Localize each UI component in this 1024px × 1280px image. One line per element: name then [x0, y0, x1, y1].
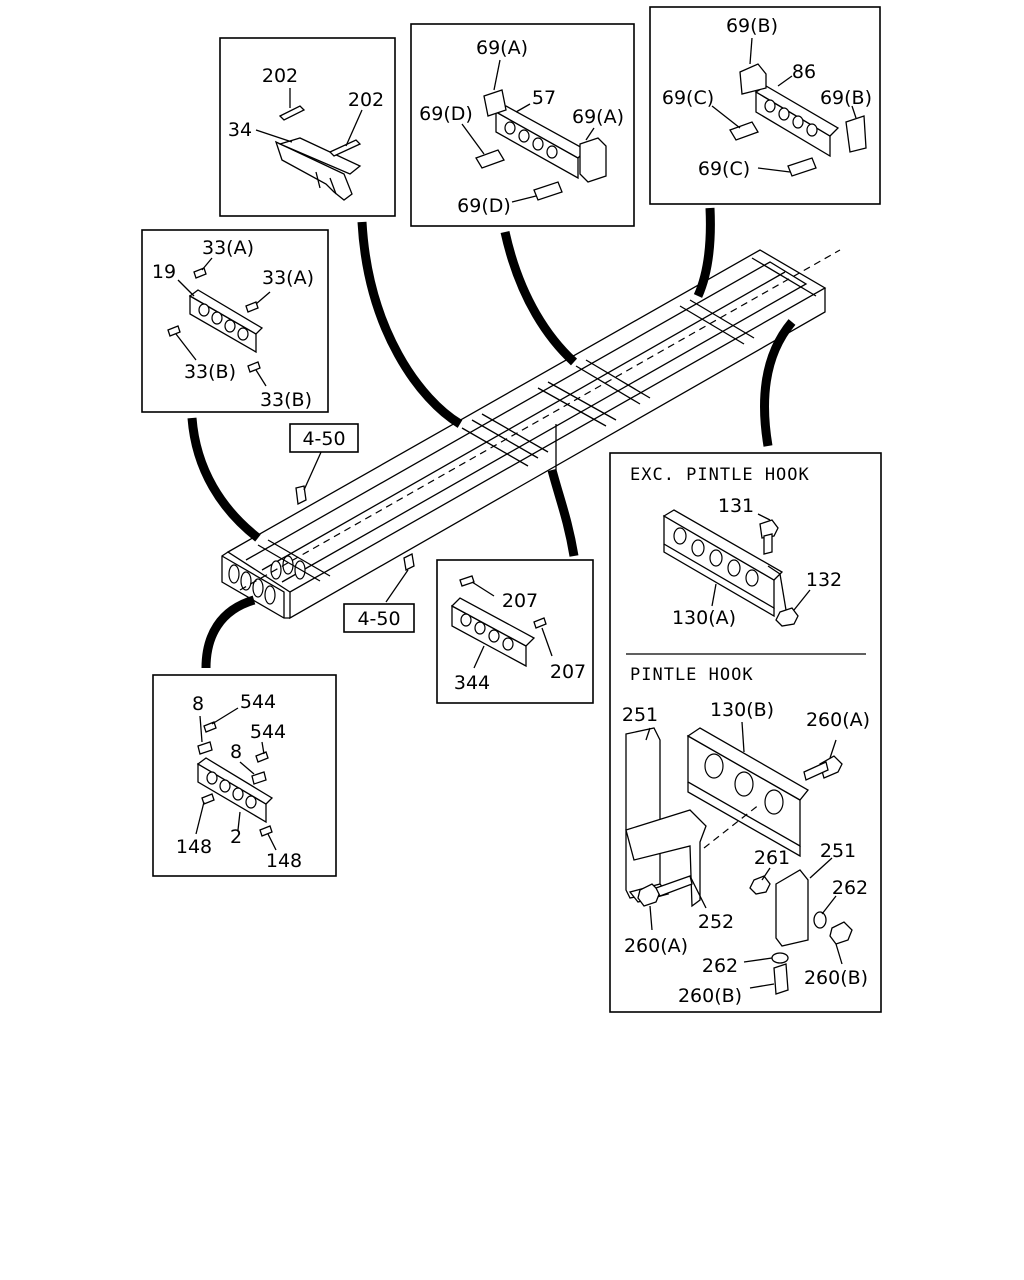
part-label: 69(A) [476, 37, 528, 59]
part-344-crossmember [450, 597, 536, 668]
part-69a-bracket-right [579, 137, 607, 183]
detail-box-crossmember-57: 69(A) 57 69(D) 69(A) 69(D) [410, 23, 635, 227]
part-label: 130(A) [672, 607, 736, 629]
reference-box-upper[interactable]: 4-50 [289, 423, 359, 453]
part-260b-bolt-right [829, 921, 853, 945]
detail-box-pintle-hook: EXC. PINTLE HOOK PINTLE HOOK 131 132 130… [609, 452, 882, 1013]
part-69b-bracket-right [845, 115, 867, 153]
part-207-plate-right [533, 617, 547, 629]
part-148-plate-right [259, 825, 273, 837]
part-label: 202 [348, 89, 384, 111]
detail-box-crossmember-19: 33(A) 19 33(A) 33(B) 33(B) [141, 229, 329, 413]
part-label: 69(C) [662, 87, 714, 109]
part-label: 69(D) [457, 195, 511, 217]
part-label: 33(B) [184, 361, 236, 383]
part-label: 69(D) [419, 103, 473, 125]
part-8-plate-right [251, 771, 267, 785]
part-132-nut [775, 607, 799, 627]
part-label: 260(A) [806, 709, 870, 731]
part-label: 33(A) [262, 267, 314, 289]
detail-box-crossmember-344: 207 207 344 [436, 559, 594, 704]
part-label: 8 [230, 741, 242, 763]
part-label: 544 [240, 691, 276, 713]
part-label: 148 [176, 836, 212, 858]
section-title-exc-pintle-hook: EXC. PINTLE HOOK [630, 465, 810, 485]
part-label: 69(A) [572, 106, 624, 128]
part-label: 34 [228, 119, 252, 141]
part-69c-plate-bottom [787, 157, 817, 177]
part-label: 148 [266, 850, 302, 872]
part-label: 33(A) [202, 237, 254, 259]
part-251-plate-right [775, 869, 809, 947]
part-2-crossmember [196, 757, 274, 824]
part-label: 130(B) [710, 699, 774, 721]
part-69d-plate-left [475, 149, 505, 169]
part-19-crossmember [188, 289, 264, 354]
part-label: 261 [754, 847, 790, 869]
part-label: 207 [502, 590, 538, 612]
part-130b-crossmember [686, 727, 809, 858]
part-label: 2 [230, 826, 242, 848]
part-262-washer-bottom [771, 952, 789, 964]
part-label: 57 [532, 87, 556, 109]
part-label: 8 [192, 693, 204, 715]
part-label: 260(A) [624, 935, 688, 957]
reference-label: 4-50 [302, 428, 345, 450]
part-label: 19 [152, 261, 176, 283]
part-label: 251 [820, 840, 856, 862]
part-544-plate-left [203, 721, 217, 733]
detail-box-crossmember-2: 8 544 544 8 148 2 148 [152, 674, 337, 877]
part-33b-plate-bottom [247, 361, 261, 373]
part-202-plate-a [278, 105, 306, 121]
part-label: 207 [550, 661, 586, 683]
rear-crossmember-holes [228, 555, 306, 605]
part-label: 69(B) [820, 87, 872, 109]
reference-box-lower[interactable]: 4-50 [343, 603, 415, 633]
section-title-pintle-hook: PINTLE HOOK [630, 665, 754, 685]
part-33b-plate-left [167, 325, 181, 337]
part-label: 69(B) [726, 15, 778, 37]
clamp-lower [403, 553, 415, 571]
part-label: 202 [262, 65, 298, 87]
part-69b-bracket-top [739, 63, 767, 95]
part-8-plate-left [197, 741, 213, 755]
part-33a-plate-right [245, 301, 259, 313]
part-label: 131 [718, 495, 754, 517]
part-69c-plate-left [729, 121, 759, 141]
part-label: 86 [792, 61, 816, 83]
part-label: 260(B) [804, 967, 868, 989]
part-260a-bolt-top [803, 755, 843, 781]
part-label: 251 [622, 704, 658, 726]
clamp-upper [295, 485, 307, 505]
part-label: 33(B) [260, 389, 312, 411]
part-34-crossmember [274, 137, 362, 201]
connector-curves [187, 207, 796, 669]
part-label: 252 [698, 911, 734, 933]
detail-box-crossmember-34: 202 202 34 [219, 37, 396, 217]
part-544-plate-right [255, 751, 269, 763]
part-262-washer-right [813, 911, 827, 929]
chassis-frame [221, 249, 841, 620]
part-label: 262 [832, 877, 868, 899]
part-207-plate-top [459, 575, 475, 587]
part-33a-plate-top [193, 267, 207, 279]
part-131-bolt [759, 519, 779, 555]
part-69d-plate-bottom [533, 181, 563, 201]
part-label: 69(C) [698, 158, 750, 180]
part-260b-bolt-bottom [773, 963, 789, 995]
reference-label: 4-50 [357, 608, 400, 630]
part-label: 262 [702, 955, 738, 977]
part-label: 544 [250, 721, 286, 743]
part-260a-bolt-bottom [637, 875, 693, 907]
part-69a-bracket-left [483, 89, 507, 117]
part-label: 260(B) [678, 985, 742, 1007]
part-label: 132 [806, 569, 842, 591]
part-86-crossmember [754, 85, 840, 158]
part-252-bracket [625, 809, 707, 908]
part-label: 344 [454, 672, 490, 694]
detail-box-crossmember-86: 69(B) 86 69(C) 69(B) 69(C) [649, 6, 881, 205]
part-130a-crossmember [662, 509, 784, 618]
